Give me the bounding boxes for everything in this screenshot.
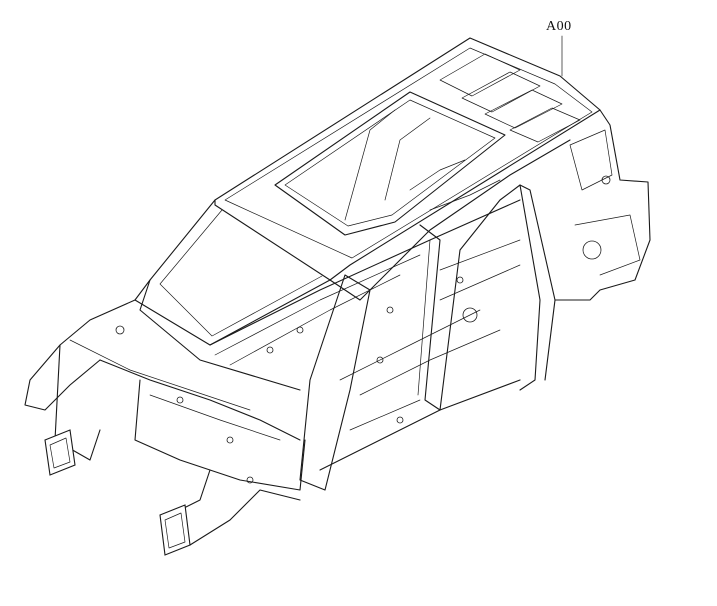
front-rail-mount-pads [44,429,191,556]
floor-pan [209,199,521,471]
side-pillars [299,139,571,491]
windshield-frame [134,199,331,391]
part-callout-label: A00 [546,19,572,34]
rear-seat-supports [344,109,501,221]
front-structure [24,299,306,546]
roof-panel [214,37,601,281]
rear-quarter-panel [554,109,651,301]
